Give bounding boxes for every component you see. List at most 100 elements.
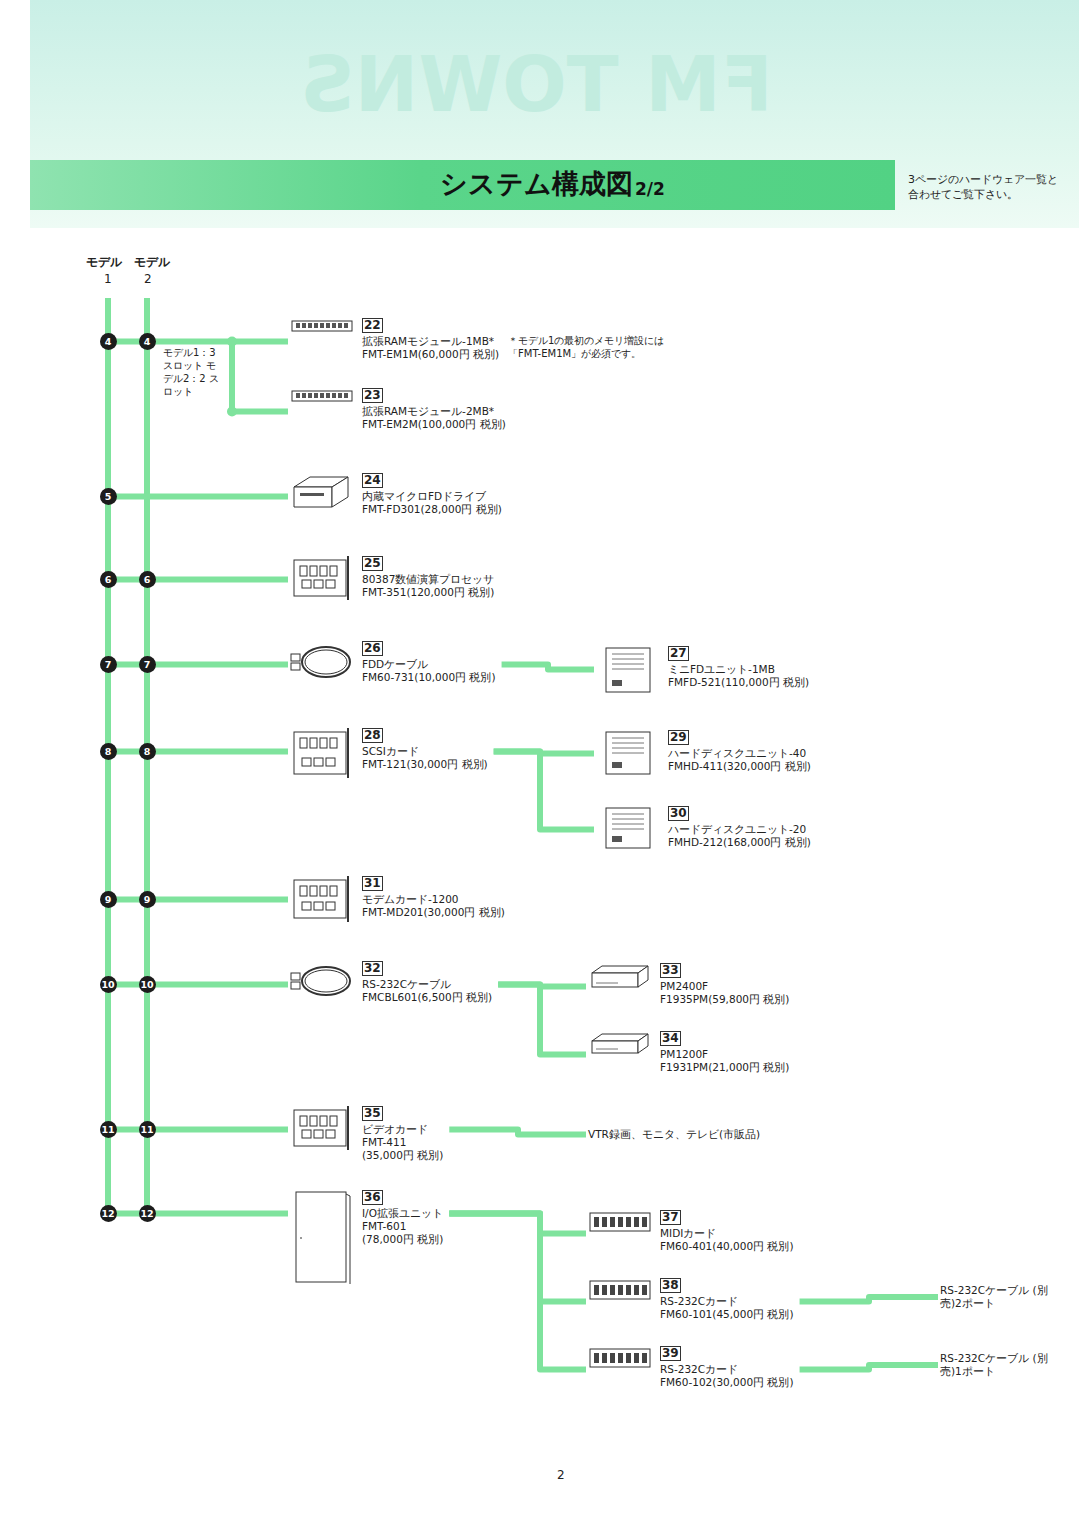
text-column: 37MIDIカードFM60-401(40,000円 税別): [660, 1210, 794, 1253]
illustration-part: [314, 580, 323, 588]
slot-number: 10: [139, 976, 156, 993]
callout-number: 29: [668, 730, 689, 745]
connector: [449, 1130, 586, 1135]
illustration-part: [294, 880, 346, 918]
callout-number: 27: [668, 646, 689, 661]
illustration-part: [326, 393, 330, 398]
illustration-box: [290, 473, 354, 515]
illustration-part: [294, 1110, 346, 1146]
callout-number: 38: [660, 1278, 681, 1293]
callout-number: 34: [660, 1031, 681, 1046]
text-column: 29ハードディスクユニット-40FMHD-411(320,000円 税別): [668, 730, 811, 773]
illustration-part: [602, 1285, 607, 1295]
illustration-box: [290, 728, 354, 782]
illustration-part: [300, 738, 307, 748]
illustration-part: [594, 1217, 599, 1227]
product-code: FMT-351(120,000円 税別): [362, 586, 494, 599]
illustration-part: [612, 829, 644, 830]
illustration-part: [310, 886, 317, 896]
slot-number-text: 10: [140, 979, 153, 990]
illustration-part: [302, 902, 311, 910]
product-item: 23拡張RAMモジュール-2MB*FMT-EM2M(100,000円 税別): [290, 388, 512, 431]
product-code: FMT-121(30,000円 税別): [362, 758, 488, 771]
illustration-part: [347, 876, 349, 922]
illustration-part: [305, 650, 347, 674]
text-column: 35ビデオカードFMT-411(35,000円 税別): [362, 1106, 443, 1162]
product-code: FMT-FD301(28,000円 税別): [362, 503, 502, 516]
product-item: RS-232Cケーブル (別売)1ポート: [940, 1352, 1054, 1378]
illustration-part: [618, 1217, 623, 1227]
illustration-part: [326, 323, 330, 328]
illustration-part: [612, 669, 644, 670]
illustration-part: [330, 886, 337, 896]
illustration-part: [296, 1192, 346, 1282]
connector: [498, 985, 586, 1055]
illustration-part: [610, 1217, 615, 1227]
illustration-part: [642, 1285, 647, 1295]
product-code: (78,000円 税別): [362, 1233, 443, 1246]
illustration-part: [332, 393, 336, 398]
product-item: 36I/O拡張ユニットFMT-601(78,000円 税別): [290, 1190, 449, 1290]
illustration-box: [588, 1031, 652, 1061]
illustration-part: [310, 566, 317, 576]
product-item: 30ハードディスクユニット-20FMHD-212(168,000円 税別): [596, 806, 817, 854]
illustration-part: [618, 1353, 623, 1363]
illustration-part: [590, 1349, 650, 1367]
junction: [227, 407, 237, 417]
illustration-part: [606, 648, 650, 692]
connector: [800, 1297, 938, 1302]
illustration-part: [634, 1353, 639, 1363]
illustration-part: [606, 808, 650, 848]
footnote: ＊モデル1の最初のメモリ増設には 「FMT-EM1M」が必須です。: [508, 334, 676, 360]
product-item: 24内蔵マイクロFDドライブFMT-FD301(28,000円 税別): [290, 473, 508, 516]
product-name: I/O拡張ユニット: [362, 1207, 443, 1220]
illustration-part: [634, 1217, 639, 1227]
illustration-part: [302, 580, 311, 588]
illustration-part: [612, 762, 622, 768]
illustration-part: [626, 1285, 631, 1295]
illustration-part: [310, 738, 317, 748]
board-illustration: [290, 728, 354, 778]
product-code: FMT-EM2M(100,000円 税別): [362, 418, 506, 431]
slot-number: 12: [139, 1205, 156, 1222]
illustration-part: [612, 824, 644, 825]
callout-number: 22: [362, 318, 383, 333]
slot-number: 5: [100, 488, 117, 505]
illustration-part: [330, 566, 337, 576]
illustration-part: [300, 1238, 302, 1239]
illustration-box: [596, 646, 660, 698]
illustration-part: [596, 1049, 618, 1050]
illustration-part: [347, 728, 349, 778]
slot-number: 11: [100, 1121, 117, 1138]
product-name: PM2400F: [660, 980, 708, 993]
illustration-part: [292, 321, 352, 331]
column-head: モデル: [86, 254, 122, 271]
product-name: ハードディスクユニット-20: [668, 823, 806, 836]
illustration-part: [612, 819, 644, 820]
callout-number: 39: [660, 1346, 681, 1361]
illustration-part: [592, 973, 638, 987]
illustration-part: [642, 1217, 647, 1227]
product-name: MIDIカード: [660, 1227, 716, 1240]
product-item: 28SCSIカードFMT-121(30,000円 税別): [290, 728, 494, 782]
callout-number: 36: [362, 1190, 383, 1205]
slot-number: 7: [139, 656, 156, 673]
illustration-part: [612, 836, 622, 842]
watermark: FM TOWNS: [300, 40, 773, 129]
slot-number-text: 4: [144, 336, 151, 347]
text-column: 33PM2400FF1935PM(59,800円 税別): [660, 963, 789, 1006]
illustration-part: [626, 1353, 631, 1363]
slot-number-text: 12: [101, 1208, 114, 1219]
illustration-part: [320, 566, 327, 576]
illustration-part: [347, 556, 349, 600]
product-code: F1935PM(59,800円 税別): [660, 993, 789, 1006]
product-name: RS-232Cカード: [660, 1363, 738, 1376]
illustration-part: [638, 1034, 648, 1053]
product-code: FMT-411: [362, 1136, 406, 1149]
illustration-part: [610, 1285, 615, 1295]
illustration-part: [592, 1041, 638, 1053]
illustration-box: [588, 1278, 652, 1306]
title-row: システム構成図2/2: [440, 168, 665, 200]
product-code: FMT-601: [362, 1220, 406, 1233]
